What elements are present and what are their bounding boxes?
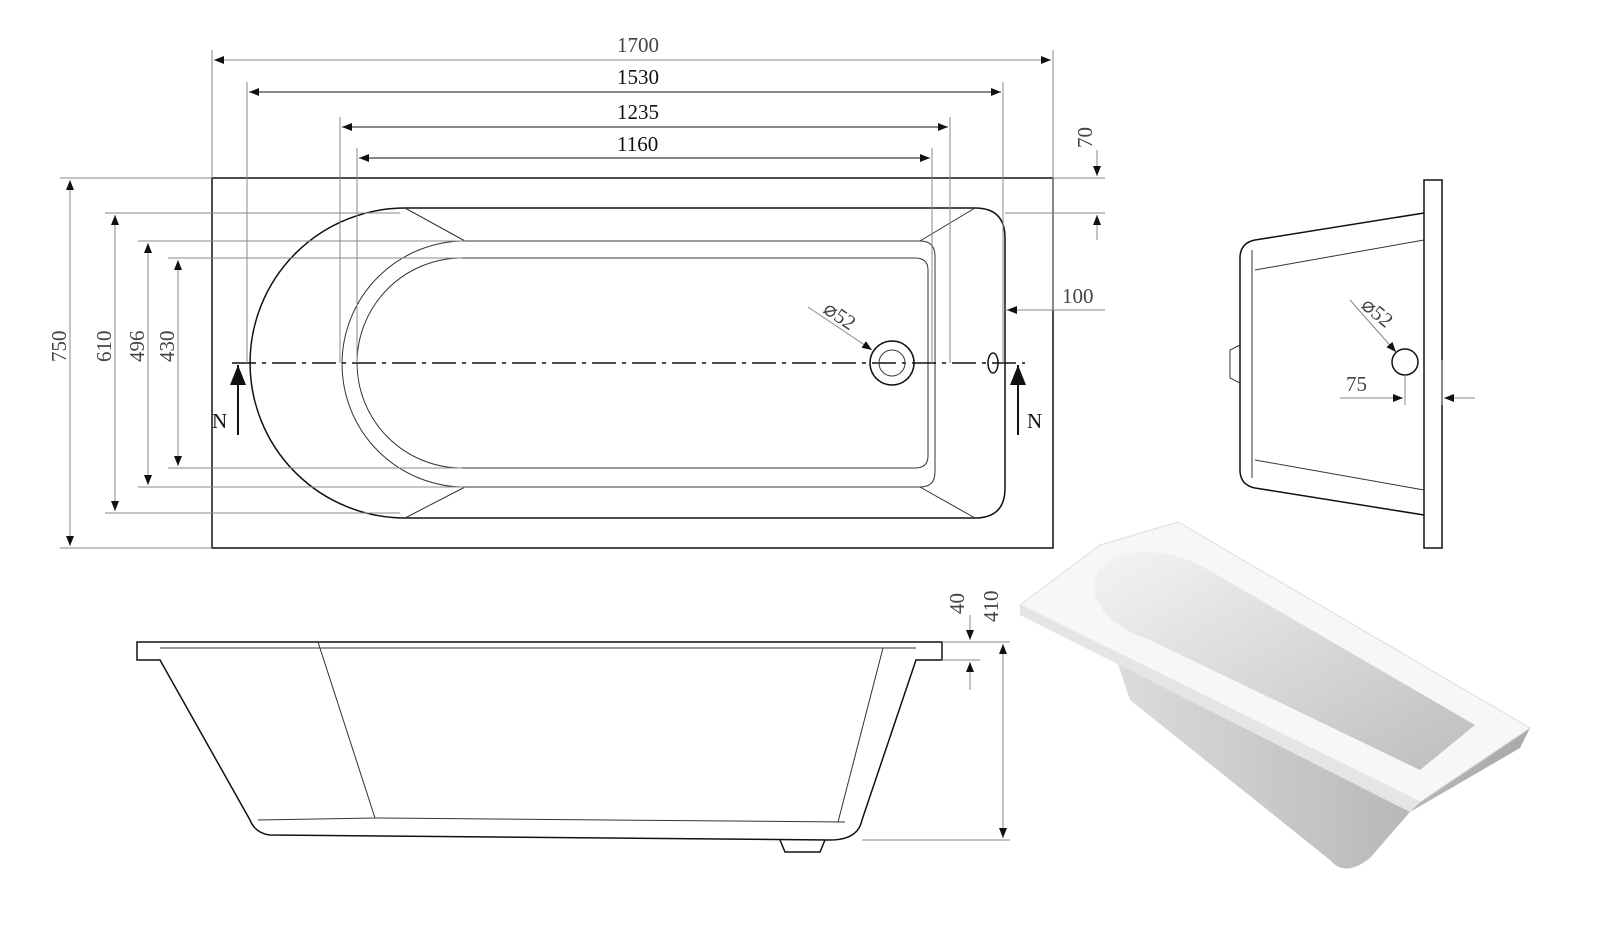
overflow-icon — [987, 352, 999, 374]
section-mark-left: N — [212, 409, 227, 433]
dim-610: 610 — [92, 331, 116, 363]
top-view: N N 1700 1530 1235 1160 — [47, 33, 1105, 549]
dim-496: 496 — [125, 331, 149, 363]
dim-1530: 1530 — [617, 65, 659, 89]
dim-1700: 1700 — [617, 33, 659, 57]
end-drain-icon — [1391, 348, 1419, 376]
drain-icon — [869, 340, 915, 386]
dim-1160: 1160 — [617, 132, 658, 156]
dim-430: 430 — [155, 331, 179, 363]
dim-750: 750 — [47, 331, 71, 363]
dim-100: 100 — [1062, 284, 1094, 308]
dim-drain-diameter: ⌀52 — [819, 296, 860, 335]
dim-75: 75 — [1346, 372, 1367, 396]
end-dim-drain-diameter: ⌀52 — [1357, 292, 1398, 332]
dim-1235: 1235 — [617, 100, 659, 124]
end-view: ⌀52 75 — [1229, 179, 1475, 549]
section-mark-right: N — [1027, 409, 1042, 433]
side-view: 40 410 — [136, 591, 1010, 853]
dim-410: 410 — [979, 591, 1003, 623]
dim-40: 40 — [945, 593, 969, 614]
dim-70: 70 — [1073, 127, 1097, 148]
bathtub-3d-render — [1019, 521, 1531, 869]
